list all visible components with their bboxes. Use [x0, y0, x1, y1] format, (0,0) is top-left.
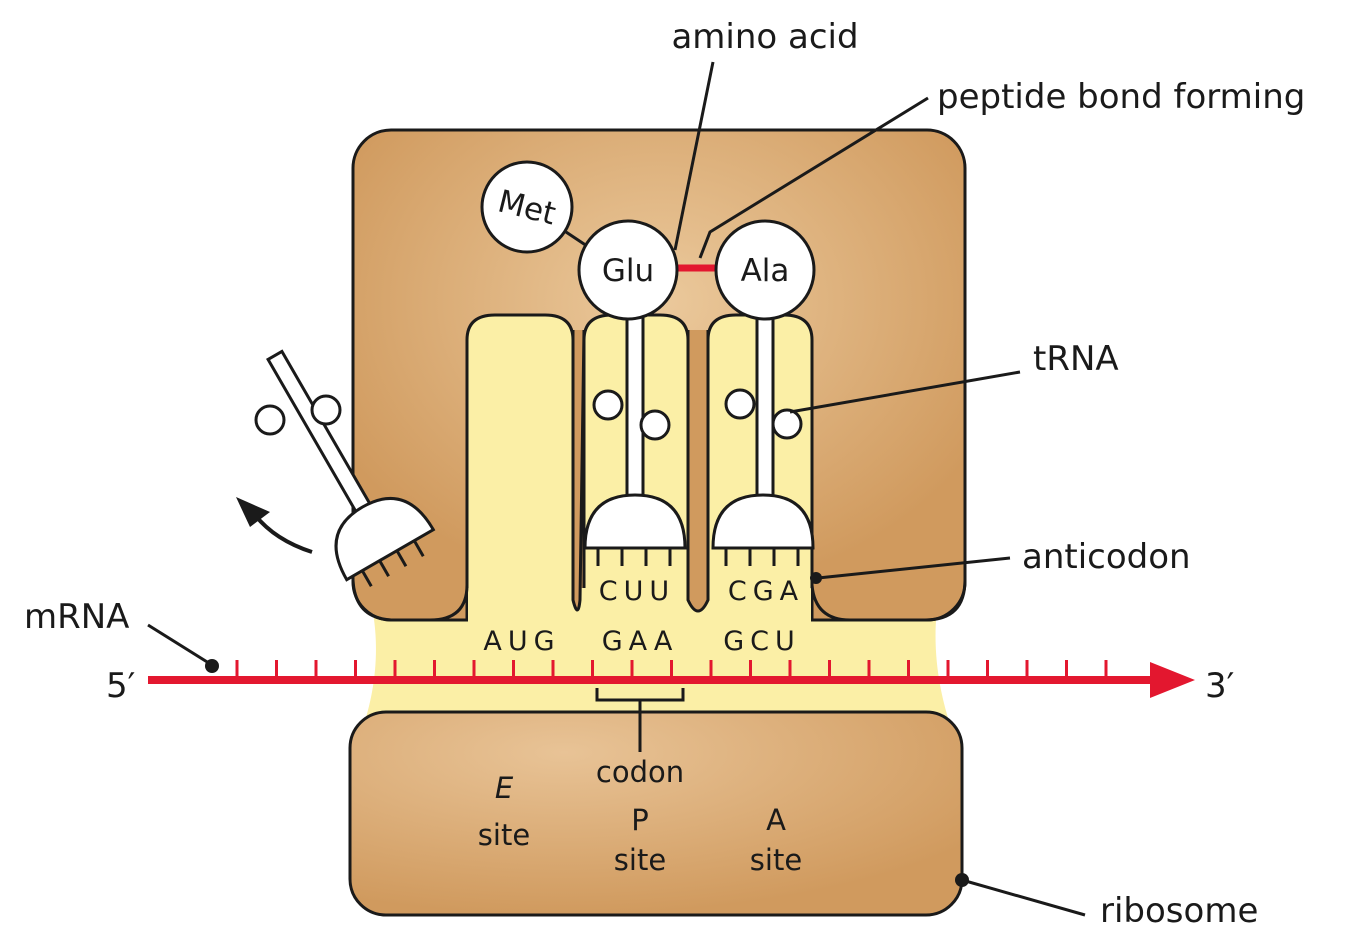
e-site-letter: E	[495, 771, 514, 805]
small-subunit	[348, 710, 964, 917]
amino-acid-label: amino acid	[671, 17, 858, 57]
five-prime-label: 5′	[106, 666, 135, 706]
ribosome-dot-icon	[955, 873, 969, 887]
callouts	[147, 61, 1086, 917]
e-site-pocket	[465, 313, 575, 622]
exit-arrow-icon	[253, 513, 313, 554]
exiting-trna	[266, 349, 436, 587]
mrna-leader	[147, 623, 213, 667]
a-site-letter: A	[766, 803, 786, 837]
p-site-codon: GAA	[602, 626, 679, 657]
codon-label: codon	[596, 755, 684, 789]
a-site-trna	[711, 298, 815, 566]
exiting-trna-loop-icon	[254, 404, 286, 436]
mrna-arrowhead-icon	[1150, 662, 1195, 698]
ala-residue: Ala	[714, 219, 816, 321]
a-site-word: site	[750, 843, 802, 877]
three-prime-label: 3′	[1205, 666, 1234, 706]
mrna-label: mRNA	[24, 597, 129, 637]
large-subunit-left-edge	[351, 579, 469, 622]
met-residue: Met	[480, 160, 574, 254]
p-site-letter: P	[631, 803, 649, 837]
anticodon-label: anticodon	[1022, 537, 1191, 577]
trna-label: tRNA	[1033, 339, 1119, 379]
ribosome-label: ribosome	[1100, 891, 1258, 931]
glu-residue: Glu	[577, 219, 679, 321]
channel-fill	[468, 588, 811, 628]
e-site-word: site	[478, 818, 530, 852]
p-site-word: site	[614, 843, 666, 877]
codon-bracket	[595, 688, 685, 752]
exiting-trna-loop-icon	[310, 394, 342, 426]
anticodon-leader	[817, 556, 1011, 580]
amino-acid-leader	[673, 61, 715, 251]
divider-left	[571, 329, 586, 612]
ala-label: Ala	[741, 253, 790, 289]
a-site-anticodon: CGA	[728, 576, 804, 607]
p-site-anticodon: CUU	[599, 576, 675, 607]
ribosome-leader	[961, 878, 1086, 917]
peptide-bond-label: peptide bond forming	[937, 77, 1305, 117]
a-site-codon: GCU	[723, 626, 801, 657]
large-subunit-right-edge	[810, 579, 967, 622]
p-site-trna	[583, 298, 687, 566]
anticodon-dot-icon	[810, 572, 822, 584]
mrna-dot-icon	[205, 659, 219, 673]
e-site-codon: AUG	[483, 626, 560, 657]
glu-label: Glu	[602, 253, 654, 289]
exit-arrowhead-icon	[236, 497, 270, 527]
peptide-bond-leader	[698, 96, 929, 259]
trna-leader	[789, 370, 1021, 414]
divider-right	[686, 330, 710, 613]
